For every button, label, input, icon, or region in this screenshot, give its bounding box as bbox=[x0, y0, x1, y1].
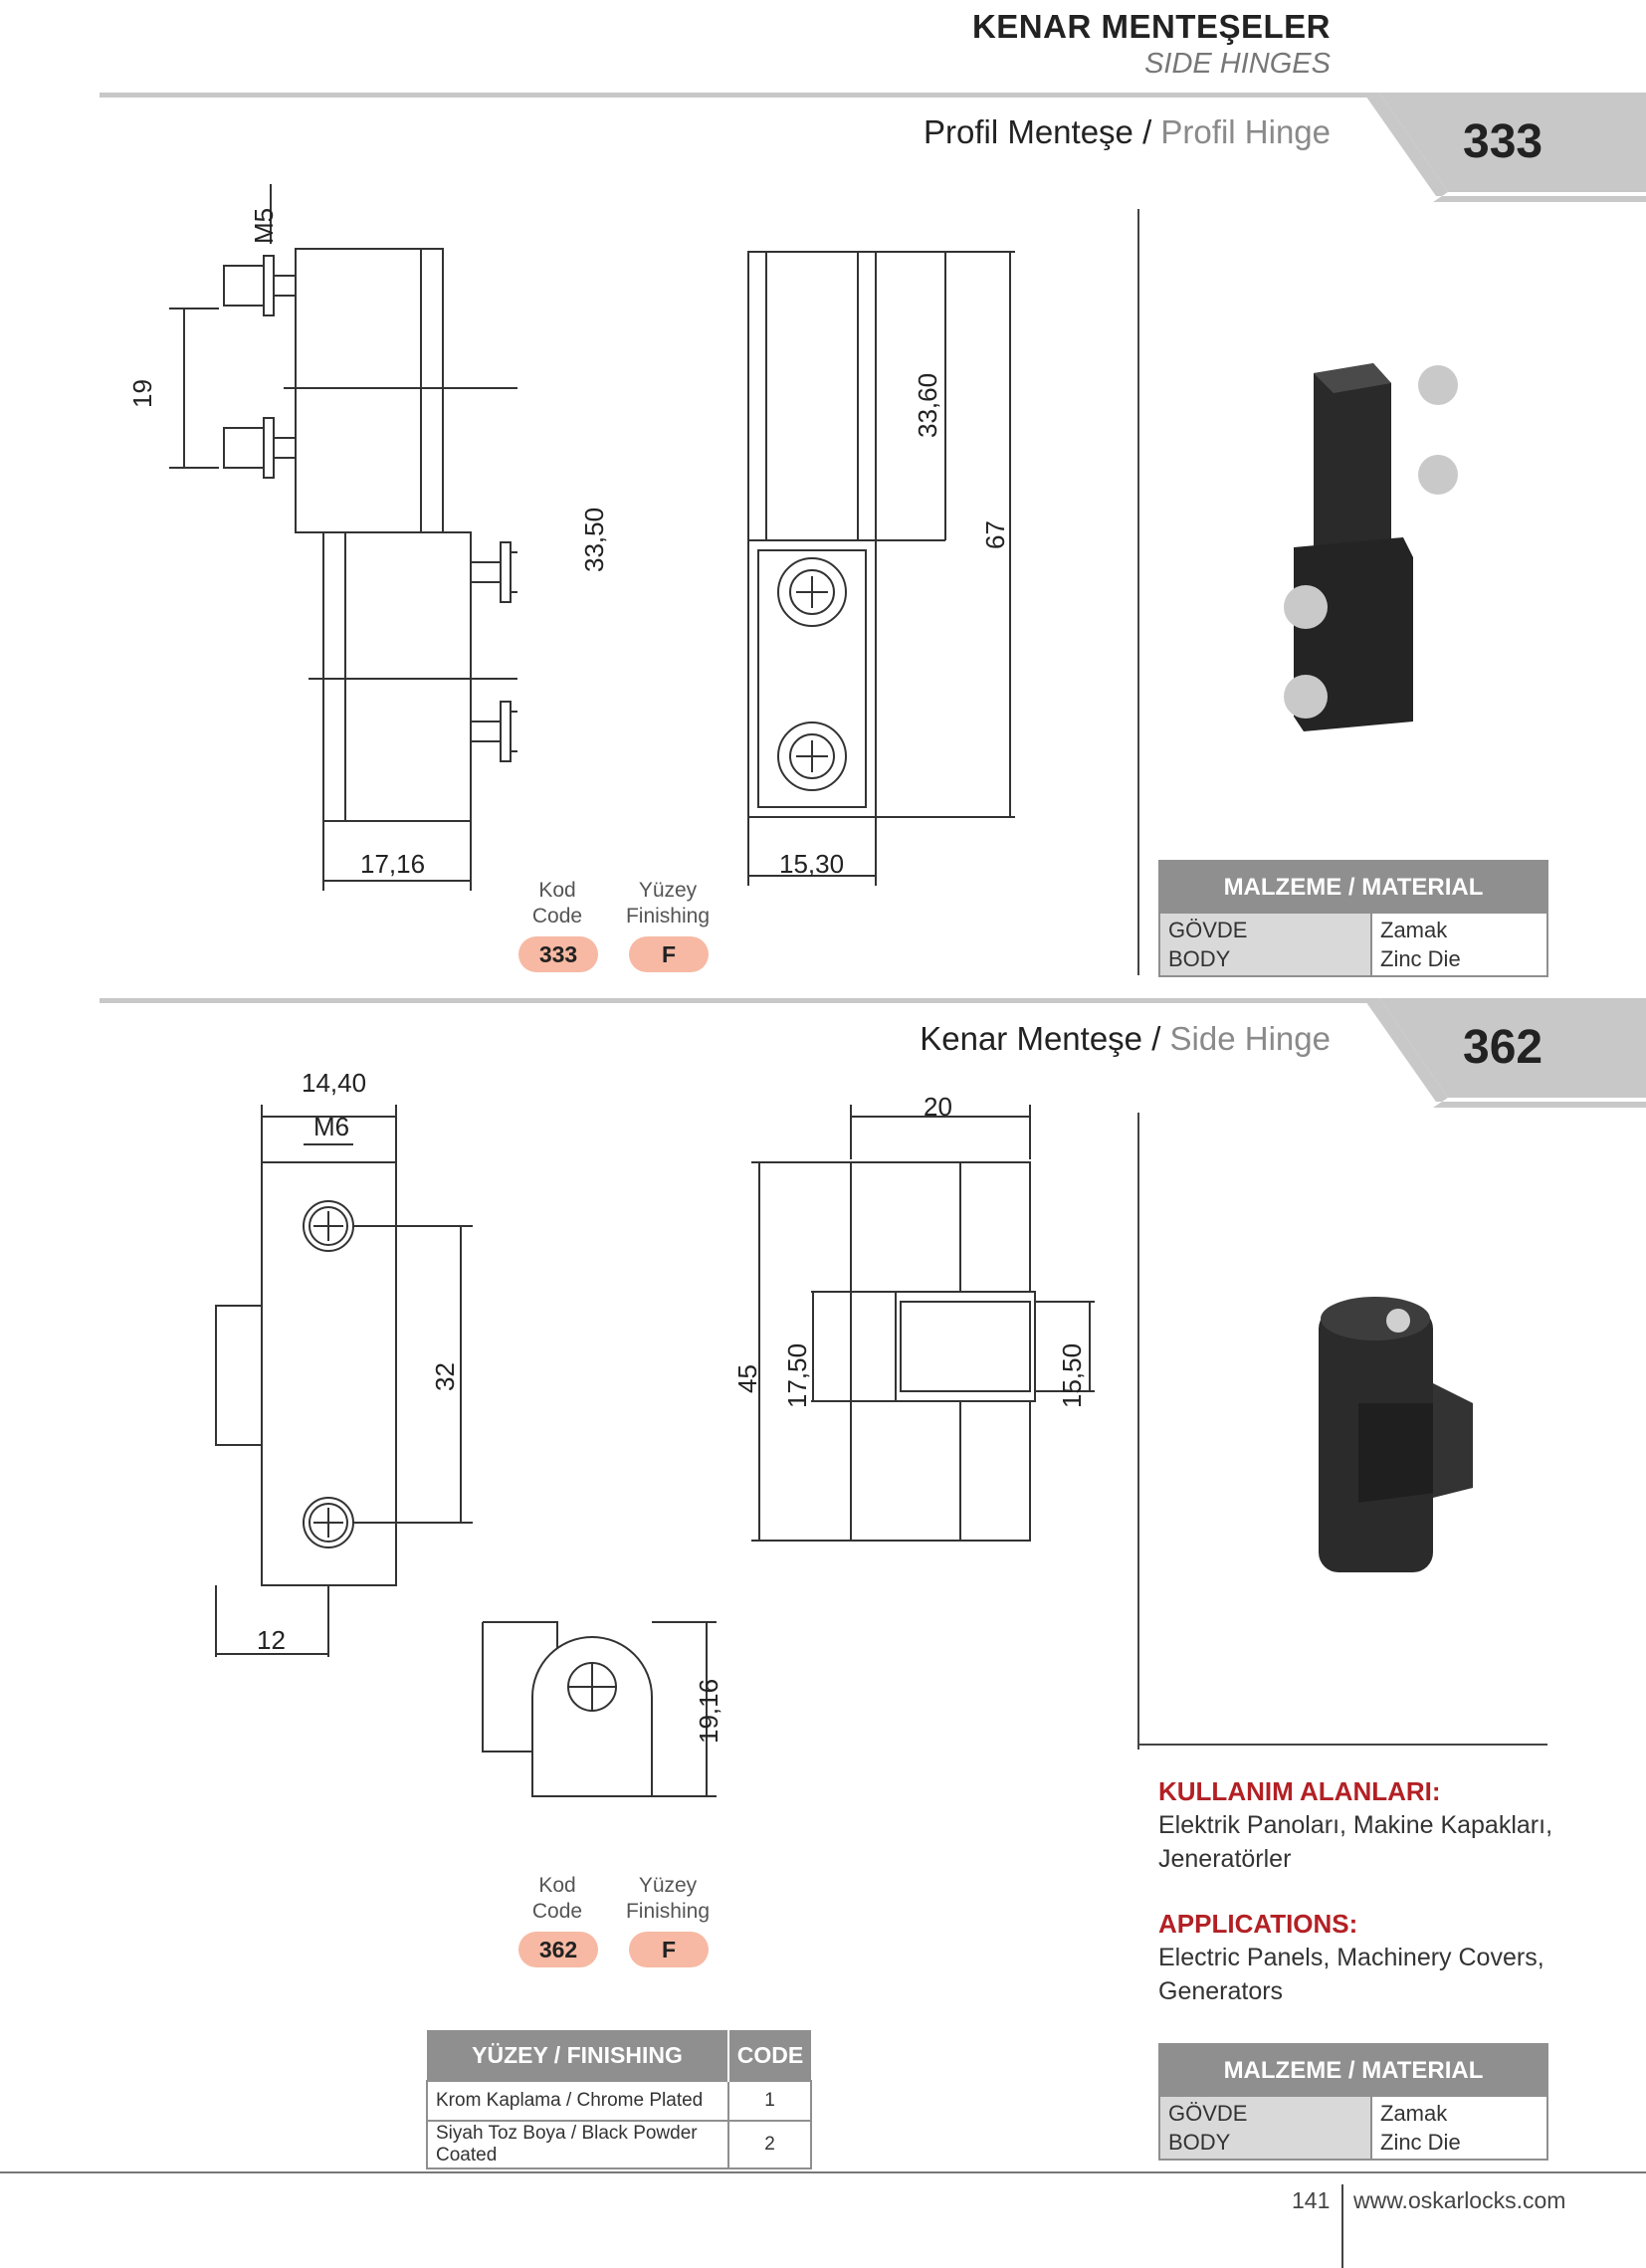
section-number-tab bbox=[1363, 93, 1646, 202]
drawing-362-front-view bbox=[215, 1105, 473, 1657]
material-body-tr: GÖVDE bbox=[1168, 918, 1248, 942]
section-title-side-hinge: Kenar Menteşe / Side Hinge bbox=[920, 1020, 1331, 1058]
column-divider-2 bbox=[1137, 1113, 1139, 1750]
applications-heading-en: APPLICATIONS: bbox=[1158, 1909, 1358, 1939]
code-label-tr-2: Kod bbox=[538, 1874, 576, 1897]
code-label-en-2: Code bbox=[531, 1900, 583, 1923]
code-label-tr: Kod bbox=[538, 879, 576, 902]
finishing-table: YÜZEY / FINISHING CODE Krom Kaplama / Ch… bbox=[426, 2030, 812, 2169]
material-left: GÖVDE BODY bbox=[1160, 914, 1371, 975]
code-label-en: Code bbox=[531, 905, 583, 928]
section-title-en: Profil Hinge bbox=[1160, 113, 1331, 150]
section-title-profil-hinge: Profil Menteşe / Profil Hinge bbox=[924, 113, 1331, 151]
page-number: 141 bbox=[1292, 2187, 1331, 2213]
page-subtitle: SIDE HINGES bbox=[1144, 48, 1331, 80]
product-image-333 bbox=[1284, 363, 1458, 731]
column-divider bbox=[1137, 209, 1139, 975]
dim-67: 67 bbox=[980, 520, 1010, 549]
applications-heading-tr: KULLANIM ALANLARI: bbox=[1158, 1776, 1441, 1806]
finishing-label-en-2: Finishing bbox=[625, 1900, 711, 1923]
section-number-333: 333 bbox=[1463, 115, 1543, 168]
section-title-tr-2: Kenar Menteşe / bbox=[920, 1020, 1161, 1057]
dim-m6: M6 bbox=[313, 1112, 350, 1141]
material-body-en: BODY bbox=[1168, 946, 1231, 971]
dim-14-40: 14,40 bbox=[302, 1068, 367, 1098]
dim-32: 32 bbox=[430, 1362, 460, 1391]
footer-rule bbox=[0, 2171, 1646, 2173]
material-zinc-die: Zinc Die bbox=[1380, 946, 1461, 971]
section-divider-2 bbox=[100, 998, 1378, 1003]
finishing-label-en: Finishing bbox=[625, 905, 711, 928]
material-left-2: GÖVDE BODY bbox=[1160, 2097, 1371, 2159]
finishing-pill-333: F bbox=[629, 936, 709, 972]
dim-33-60: 33,60 bbox=[913, 372, 942, 438]
finishing-code: 2 bbox=[727, 2120, 812, 2169]
code-pill-362: 362 bbox=[518, 1932, 598, 1967]
dim-m5: M5 bbox=[249, 207, 279, 244]
applications-en-line1: Electric Panels, Machinery Covers, bbox=[1158, 1944, 1544, 1971]
finishing-table-header-code: CODE bbox=[727, 2030, 811, 2081]
finishing-label-2: Yüzey Finishing bbox=[613, 1873, 722, 1925]
drawing-333-front-view bbox=[747, 251, 1015, 886]
dim-19-16: 19,16 bbox=[694, 1678, 723, 1744]
applications-text-tr: Elektrik Panoları, Makine Kapakları, Jen… bbox=[1158, 1808, 1552, 1876]
applications-en-line2: Generators bbox=[1158, 1977, 1284, 2005]
product-image-362 bbox=[1319, 1297, 1473, 1572]
code-label-2: Kod Code bbox=[503, 1873, 612, 1925]
finishing-pill-362: F bbox=[629, 1932, 709, 1967]
section-title-en-2: Side Hinge bbox=[1169, 1020, 1331, 1057]
applications-tr-line1: Elektrik Panoları, Makine Kapakları, bbox=[1158, 1811, 1553, 1839]
finishing-label-tr: Yüzey bbox=[638, 879, 698, 902]
dim-12: 12 bbox=[257, 1625, 286, 1655]
page-title: KENAR MENTEŞELER bbox=[971, 8, 1331, 45]
dim-33-50: 33,50 bbox=[579, 507, 609, 572]
finishing-name: Krom Kaplama / Chrome Plated bbox=[426, 2080, 729, 2122]
website-link[interactable]: www.oskarlocks.com bbox=[1353, 2187, 1566, 2213]
dim-17-16: 17,16 bbox=[360, 849, 426, 879]
applications-divider bbox=[1139, 1744, 1547, 1746]
drawing-362-top-view bbox=[482, 1621, 717, 1797]
footer-separator bbox=[1341, 2184, 1343, 2268]
dim-45: 45 bbox=[732, 1364, 762, 1393]
dim-20: 20 bbox=[924, 1092, 952, 1122]
table-row: Siyah Toz Boya / Black Powder Coated 2 bbox=[426, 2120, 812, 2169]
material-zamak-2: Zamak bbox=[1380, 2101, 1448, 2126]
applications-text-en: Electric Panels, Machinery Covers, Gener… bbox=[1158, 1941, 1544, 2008]
section-number-tab-2 bbox=[1363, 998, 1646, 1108]
finishing-label: Yüzey Finishing bbox=[613, 878, 722, 929]
applications-tr-line2: Jeneratörler bbox=[1158, 1845, 1292, 1873]
finishing-code: 1 bbox=[727, 2080, 812, 2122]
material-body-en-2: BODY bbox=[1168, 2130, 1231, 2155]
material-zinc-die-2: Zinc Die bbox=[1380, 2130, 1461, 2155]
dim-15-50: 15,50 bbox=[1057, 1342, 1087, 1408]
drawing-362-side-view bbox=[751, 1105, 1095, 1542]
table-row: Krom Kaplama / Chrome Plated 1 bbox=[426, 2080, 812, 2122]
material-zamak: Zamak bbox=[1380, 918, 1448, 942]
drawing-333-side-view bbox=[169, 184, 517, 891]
finishing-name: Siyah Toz Boya / Black Powder Coated bbox=[426, 2120, 729, 2169]
material-header-2: MALZEME / MATERIAL bbox=[1160, 2045, 1546, 2097]
section-number-362: 362 bbox=[1463, 1021, 1543, 1074]
dim-17-50: 17,50 bbox=[782, 1342, 812, 1408]
material-body-tr-2: GÖVDE bbox=[1168, 2101, 1248, 2126]
dim-19: 19 bbox=[127, 379, 157, 408]
finishing-table-header-name: YÜZEY / FINISHING bbox=[427, 2030, 728, 2081]
code-pill-333: 333 bbox=[518, 936, 598, 972]
code-label: Kod Code bbox=[503, 878, 612, 929]
finishing-label-tr-2: Yüzey bbox=[638, 1874, 698, 1897]
section-title-tr: Profil Menteşe / bbox=[923, 113, 1152, 150]
dim-15-30: 15,30 bbox=[779, 849, 845, 879]
material-header: MALZEME / MATERIAL bbox=[1160, 862, 1546, 914]
section-divider bbox=[100, 93, 1378, 98]
